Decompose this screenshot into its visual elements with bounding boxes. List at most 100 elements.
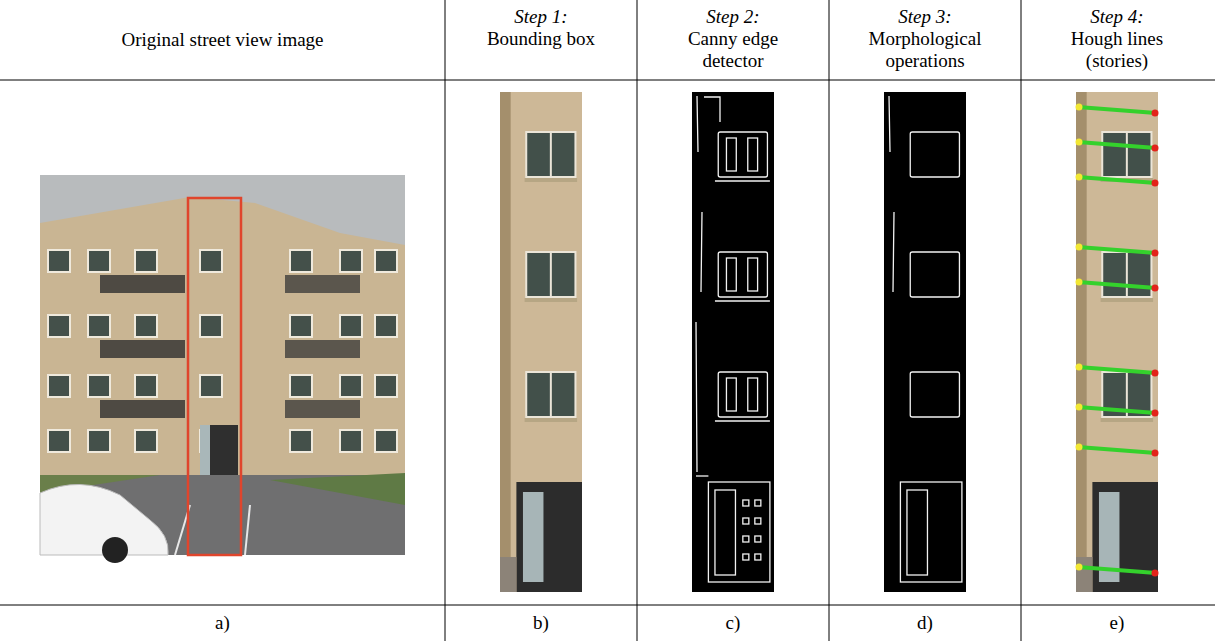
corner-edge — [697, 96, 702, 292]
panel-label: c) — [637, 612, 829, 634]
window — [88, 315, 110, 337]
window-edge — [718, 132, 767, 177]
window — [48, 250, 70, 272]
window-edge — [726, 378, 736, 411]
keypad-edge — [743, 500, 749, 506]
window — [1102, 132, 1151, 177]
window-sill — [525, 418, 577, 422]
stone-base — [500, 557, 516, 592]
line-end-point — [1152, 450, 1159, 457]
window — [375, 315, 397, 337]
window-edge — [726, 258, 736, 291]
window — [526, 252, 575, 297]
window-edge — [748, 258, 758, 291]
window-mullion — [550, 252, 552, 297]
window-edge — [718, 372, 767, 417]
step-number: Step 3: — [829, 6, 1021, 28]
window-edge — [910, 252, 959, 297]
window — [375, 430, 397, 452]
line-end-point — [1152, 285, 1159, 292]
window — [340, 375, 362, 397]
line-end-point — [1152, 110, 1159, 117]
line-end-point — [1152, 570, 1159, 577]
window — [88, 250, 110, 272]
window — [526, 132, 575, 177]
building-corner — [1076, 92, 1087, 592]
door-edge — [900, 482, 962, 582]
panel-label: e) — [1021, 612, 1213, 634]
keypad-edge — [755, 500, 761, 506]
window — [88, 375, 110, 397]
line-start-point — [1076, 174, 1083, 181]
column-rule — [829, 0, 830, 641]
step-number: Step 1: — [445, 6, 637, 28]
window-edge — [910, 132, 959, 177]
keypad-edge — [755, 554, 761, 560]
facade — [500, 92, 582, 592]
step-number: Step 4: — [1021, 6, 1213, 28]
window-edge — [748, 138, 758, 171]
window — [375, 375, 397, 397]
street-view-photo — [40, 175, 405, 563]
window-edge — [718, 252, 767, 297]
window-sill — [525, 178, 577, 182]
bounding-box — [188, 198, 241, 555]
window — [290, 315, 312, 337]
window — [290, 375, 312, 397]
column-rule — [445, 0, 446, 641]
building-facade — [40, 197, 405, 475]
step-name: Canny edge detector — [667, 28, 799, 72]
column-rule — [1021, 0, 1022, 641]
keypad-edge — [755, 518, 761, 524]
line-end-point — [1152, 180, 1159, 187]
window-mullion — [550, 132, 552, 177]
building-corner — [500, 92, 511, 592]
cropped-facade — [500, 92, 582, 592]
line-start-point — [1076, 564, 1083, 571]
window-sill — [1101, 298, 1153, 302]
door-edge — [907, 490, 928, 575]
window-edge — [726, 138, 736, 171]
window — [340, 250, 362, 272]
keypad-edge — [743, 518, 749, 524]
window — [48, 430, 70, 452]
window — [290, 250, 312, 272]
window-mullion — [1126, 252, 1128, 297]
window-edge — [910, 372, 959, 417]
column-header: Original street view image — [0, 29, 445, 51]
window — [200, 315, 222, 337]
window — [48, 315, 70, 337]
hough-line — [1078, 407, 1156, 413]
edge-map-ground — [692, 92, 774, 592]
panel-label: b) — [445, 612, 637, 634]
hough-line — [1078, 447, 1156, 453]
hough-line — [1078, 107, 1156, 113]
balcony — [100, 275, 185, 293]
row-rule — [0, 605, 1215, 606]
panel-label: a) — [0, 612, 445, 634]
window-sill — [1101, 418, 1153, 422]
sill-edge — [715, 300, 770, 301]
balcony — [285, 275, 360, 293]
window — [526, 372, 575, 417]
line-end-point — [1152, 370, 1159, 377]
door — [208, 425, 238, 475]
line-end-point — [1152, 410, 1159, 417]
balcony — [285, 400, 360, 418]
window — [200, 375, 222, 397]
line-start-point — [1076, 104, 1083, 111]
door-panel — [200, 425, 210, 475]
window — [290, 430, 312, 452]
window — [340, 430, 362, 452]
keypad-edge — [743, 554, 749, 560]
step-name: Bounding box — [445, 28, 637, 50]
window-sill — [525, 298, 577, 302]
line-start-point — [1076, 139, 1083, 146]
step-name: Hough lines (stories) — [1051, 28, 1183, 72]
line-start-point — [1076, 244, 1083, 251]
door-edge — [696, 475, 708, 476]
hough-line — [1078, 567, 1156, 573]
door-edge — [708, 482, 770, 582]
car-wheel — [102, 537, 128, 563]
